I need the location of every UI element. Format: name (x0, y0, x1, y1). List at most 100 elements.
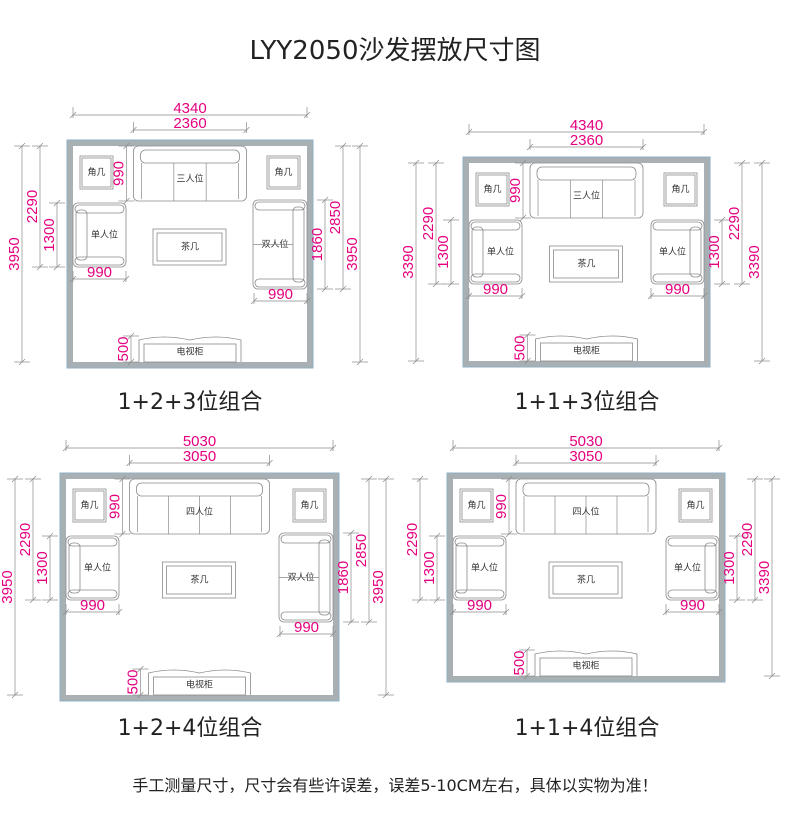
right-piece-length-dimension-tick (718, 216, 726, 224)
right-piece-length-dimension-tick (347, 529, 355, 537)
left-chair-width-dimension-tick (465, 292, 473, 300)
chair-length-dimension-left-tick (433, 532, 441, 540)
left-armchair-top-arm (454, 537, 505, 547)
sofa-to-chair-dimension-left-tick (416, 475, 424, 483)
right-armchair-top-arm (667, 537, 718, 547)
main-sofa: 四人位 (515, 478, 657, 535)
chair-length-dimension-left-tick (53, 199, 61, 207)
chair-length-dimension-left: 1300 (421, 551, 438, 584)
left-chair-width-dimension: 990 (87, 264, 112, 281)
room-depth-dimension-right: 3950 (344, 237, 361, 270)
left-armchair-bottom-arm (67, 589, 118, 599)
sofa-width-dimension-tick (266, 459, 273, 467)
floor-plan-1: 三人位990角几角几单人位990茶几双人位990电视柜5004340236039… (6, 100, 368, 369)
sofa-to-right-piece-dimension: 2850 (353, 534, 370, 567)
tv-depth-dimension-tick (524, 331, 531, 339)
right-loveseat: 双人位 (252, 199, 308, 290)
left-armchair-top-arm (470, 221, 521, 231)
sofa-to-right-piece-dimension: 2850 (327, 201, 344, 234)
sofa-to-chair-dimension-left-tick (29, 596, 37, 604)
disclaimer-note: 手工测量尺寸，尺寸会有些许误差，误差5-10CM左右，具体以实物为准！ (132, 776, 658, 795)
corner-table-left: 角几 (475, 172, 510, 207)
tv-cabinet-label: 电视柜 (186, 679, 213, 691)
left-armchair: 单人位 (468, 219, 523, 285)
corner-table-right: 角几 (292, 488, 327, 523)
sofa-to-chair-dimension-left: 2290 (17, 523, 34, 556)
corner-table-right: 角几 (663, 172, 698, 207)
coffee-table-inner (553, 249, 619, 279)
sofa-depth-dimension-tick (123, 197, 130, 205)
sofa-to-chair-dimension-left-tick (36, 263, 44, 271)
room-width-dimension-tick (69, 111, 77, 119)
corner-table-outline (79, 155, 114, 190)
right-loveseat-arm (292, 206, 305, 283)
caption-panel-3: 1+2+4位组合 (117, 716, 263, 741)
right-armchair-label: 单人位 (659, 246, 686, 258)
room-width-dimension-tick (329, 444, 337, 452)
left-chair-width-dimension: 990 (467, 597, 492, 614)
right-piece-width-dimension-tick (250, 297, 258, 305)
room-depth-dimension-right-tick (382, 475, 390, 483)
main-sofa-label: 四人位 (186, 506, 213, 518)
room-depth-dimension-right-tick (768, 672, 776, 680)
sofa-width-dimension: 3050 (183, 448, 216, 465)
tv-cabinet-inner (153, 676, 246, 696)
tv-depth-dimension-tick (137, 665, 144, 673)
corner-table-label: 角几 (467, 499, 485, 511)
sofa-width-dimension: 3050 (569, 448, 602, 465)
right-piece-width-dimension: 990 (294, 619, 319, 636)
left-armchair-top-arm (74, 204, 125, 214)
right-loveseat: 双人位 (278, 532, 334, 623)
corner-table-outline (459, 488, 494, 523)
floor-plan-4: 四人位990角几角几单人位990茶几单人位990电视柜5005030305022… (404, 433, 780, 683)
left-chair-width-dimension: 990 (483, 281, 508, 298)
sofa-to-right-piece-dimension: 2290 (726, 207, 743, 240)
room-depth-dimension-left-tick (11, 691, 19, 699)
right-armchair-bottom-arm (652, 273, 703, 283)
sofa-width-dimension: 2360 (570, 132, 603, 149)
tv-cabinet-outline (148, 669, 251, 695)
corner-table-inner (74, 490, 105, 521)
left-chair-width-dimension-tick (122, 275, 130, 283)
main-sofa: 三人位 (529, 162, 644, 219)
coffee-table: 茶几 (152, 228, 227, 266)
sofa-width-dimension-tick (130, 126, 137, 134)
coffee-table-label: 茶几 (577, 258, 595, 270)
left-armchair-bottom-arm (74, 256, 125, 266)
coffee-table: 茶几 (549, 245, 623, 283)
sofa-depth-dimension-tick (123, 142, 130, 150)
left-armchair: 单人位 (72, 202, 127, 268)
left-armchair-arm (471, 226, 484, 278)
right-piece-length-dimension: 1300 (721, 551, 738, 584)
right-piece-length-dimension: 1860 (309, 228, 326, 261)
corner-table-right: 角几 (266, 155, 301, 190)
main-sofa-label: 三人位 (176, 173, 203, 185)
caption-panel-4: 1+1+4位组合 (514, 716, 660, 741)
sofa-to-right-piece-dimension-tick (365, 618, 373, 626)
left-chair-width-dimension: 990 (80, 597, 105, 614)
left-armchair-top-arm (67, 537, 118, 547)
sofa-width-dimension-tick (639, 143, 647, 151)
sofa-to-right-piece-dimension-tick (738, 159, 746, 167)
coffee-table-label: 茶几 (190, 574, 208, 586)
right-piece-width-dimension-tick (647, 292, 655, 300)
left-armchair-arm (75, 209, 88, 261)
floor-plan-2: 三人位990角几角几单人位990茶几单人位990电视柜5004340236033… (400, 117, 770, 368)
sofa-to-chair-dimension-left-tick (416, 596, 424, 604)
sofa-to-right-piece-dimension-tick (751, 596, 759, 604)
sofa-to-chair-dimension-left-tick (29, 475, 37, 483)
left-armchair-bottom-arm (470, 273, 521, 283)
corner-table-label: 角几 (274, 166, 292, 178)
room-depth-dimension-right-tick (758, 357, 766, 365)
left-chair-width-dimension-tick (518, 292, 526, 300)
room-depth-dimension-right: 3950 (370, 570, 387, 603)
sofa-depth-dimension-tick (119, 530, 126, 538)
room-depth-dimension-left: 3950 (6, 237, 23, 270)
room-depth-dimension-left-tick (18, 142, 26, 150)
coffee-table-inner (156, 232, 223, 262)
tv-cabinet-inner (540, 342, 633, 362)
room-width-dimension-tick (62, 444, 70, 452)
sofa-depth-dimension-tick (519, 214, 527, 222)
left-chair-width-dimension-tick (69, 275, 77, 283)
sofa-to-chair-dimension-left: 2290 (420, 207, 437, 240)
